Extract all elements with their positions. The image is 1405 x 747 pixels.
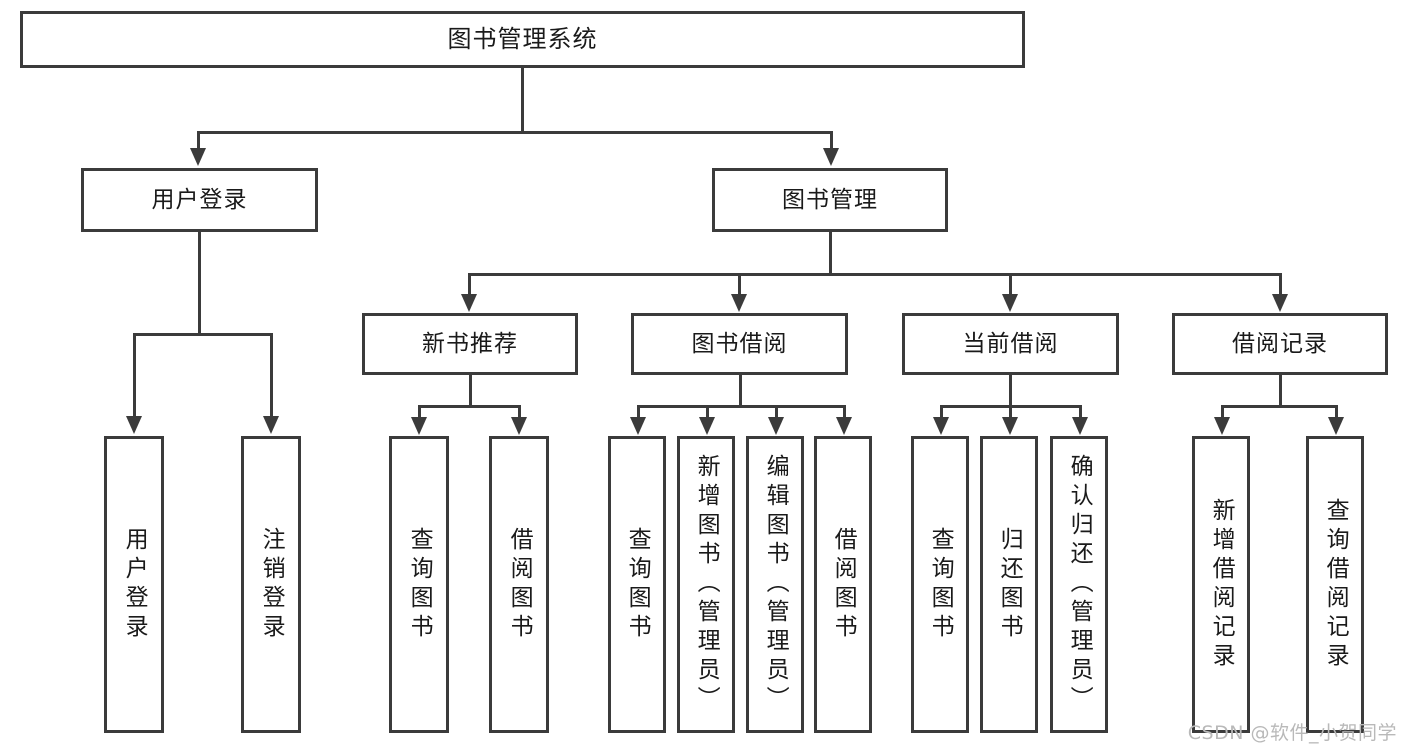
connector-currentborrow-to-leaf1 bbox=[940, 405, 943, 419]
arrow-currentborrow-to-leaf2 bbox=[1002, 417, 1018, 435]
connector-root-to-bookmgmt bbox=[830, 131, 833, 150]
connector-bookmgmt-to-c3 bbox=[1009, 273, 1012, 296]
leaf-logout[interactable]: 注销登录 bbox=[241, 436, 301, 733]
arrow-bookmgmt-to-c3 bbox=[1002, 294, 1018, 312]
leaf-label: 新增借阅记录 bbox=[1208, 497, 1235, 672]
connector-newbook-to-leaf2 bbox=[518, 405, 521, 419]
arrow-newbook-to-leaf2 bbox=[511, 417, 527, 435]
connector-root-to-login bbox=[197, 131, 200, 150]
leaf-label: 编辑图书（管理员） bbox=[762, 454, 789, 715]
connector-borrowrecord-to-leaf1 bbox=[1221, 405, 1224, 419]
connector-root-stem bbox=[521, 68, 524, 133]
arrow-newbook-to-leaf1 bbox=[411, 417, 427, 435]
connector-login-to-leaf2 bbox=[270, 333, 273, 418]
node-label: 用户登录 bbox=[151, 186, 248, 213]
arrow-root-to-login bbox=[190, 148, 206, 166]
connector-bookmgmt-to-c2 bbox=[738, 273, 741, 296]
leaf-label: 查询图书 bbox=[624, 526, 651, 643]
connector-root-bar bbox=[197, 131, 833, 134]
connector-bookmgmt-to-c4 bbox=[1279, 273, 1282, 296]
connector-borrowrecord-to-leaf2 bbox=[1335, 405, 1338, 419]
leaf-record-query-borrow-record[interactable]: 查询借阅记录 bbox=[1306, 436, 1364, 733]
leaf-label: 新增图书（管理员） bbox=[693, 454, 720, 715]
node-new-book-recommend[interactable]: 新书推荐 bbox=[362, 313, 578, 375]
arrow-bookborrow-to-leaf3 bbox=[768, 417, 784, 435]
arrow-bookmgmt-to-c2 bbox=[731, 294, 747, 312]
node-root-system[interactable]: 图书管理系统 bbox=[20, 11, 1025, 68]
leaf-label: 归还图书 bbox=[996, 526, 1023, 643]
arrow-currentborrow-to-leaf3 bbox=[1072, 417, 1088, 435]
leaf-borrow-edit-book-admin[interactable]: 编辑图书（管理员） bbox=[746, 436, 804, 733]
leaf-current-query-book[interactable]: 查询图书 bbox=[911, 436, 969, 733]
leaf-user-login[interactable]: 用户登录 bbox=[104, 436, 164, 733]
connector-login-stem bbox=[198, 232, 201, 335]
leaf-label: 查询图书 bbox=[927, 526, 954, 643]
leaf-current-return-book[interactable]: 归还图书 bbox=[980, 436, 1038, 733]
connector-bookmgmt-to-c1 bbox=[468, 273, 471, 296]
connector-bookmgmt-stem bbox=[829, 232, 832, 275]
leaf-label: 确认归还（管理员） bbox=[1066, 454, 1093, 715]
node-label: 图书管理 bbox=[782, 186, 878, 213]
arrow-bookmgmt-to-c1 bbox=[461, 294, 477, 312]
leaf-label: 查询借阅记录 bbox=[1322, 497, 1349, 672]
node-book-borrow[interactable]: 图书借阅 bbox=[631, 313, 848, 375]
node-user-login[interactable]: 用户登录 bbox=[81, 168, 318, 232]
node-label: 图书管理系统 bbox=[447, 24, 598, 53]
arrow-login-to-leaf2 bbox=[263, 416, 279, 434]
arrow-bookmgmt-to-c4 bbox=[1272, 294, 1288, 312]
csdn-watermark: CSDN @软件_小贺同学 bbox=[1187, 722, 1397, 744]
connector-borrowrecord-bar bbox=[1221, 405, 1338, 408]
arrow-login-to-leaf1 bbox=[126, 416, 142, 434]
arrow-bookborrow-to-leaf2 bbox=[699, 417, 715, 435]
connector-currentborrow-to-leaf2 bbox=[1009, 405, 1012, 419]
connector-bookborrow-to-leaf2 bbox=[706, 405, 709, 419]
arrow-bookborrow-to-leaf4 bbox=[836, 417, 852, 435]
connector-bookborrow-stem bbox=[739, 375, 742, 407]
arrow-currentborrow-to-leaf1 bbox=[933, 417, 949, 435]
node-label: 图书借阅 bbox=[691, 330, 788, 357]
leaf-label: 借阅图书 bbox=[830, 526, 857, 643]
leaf-current-confirm-return-admin[interactable]: 确认归还（管理员） bbox=[1050, 436, 1108, 733]
node-label: 借阅记录 bbox=[1232, 330, 1328, 357]
connector-newbook-stem bbox=[469, 375, 472, 407]
connector-borrowrecord-stem bbox=[1279, 375, 1282, 407]
connector-bookborrow-bar bbox=[637, 405, 845, 408]
connector-bookborrow-to-leaf1 bbox=[637, 405, 640, 419]
connector-newbook-to-leaf1 bbox=[418, 405, 421, 419]
node-label: 新书推荐 bbox=[422, 330, 518, 357]
connector-bookborrow-to-leaf4 bbox=[843, 405, 846, 419]
node-current-borrow[interactable]: 当前借阅 bbox=[902, 313, 1119, 375]
leaf-label: 注销登录 bbox=[258, 526, 285, 643]
connector-bookmgmt-bar bbox=[468, 273, 1280, 276]
node-label: 当前借阅 bbox=[962, 330, 1059, 357]
connector-bookborrow-to-leaf3 bbox=[775, 405, 778, 419]
leaf-borrow-borrow-book[interactable]: 借阅图书 bbox=[814, 436, 872, 733]
leaf-label: 借阅图书 bbox=[506, 526, 533, 643]
arrow-borrowrecord-to-leaf2 bbox=[1328, 417, 1344, 435]
arrow-bookborrow-to-leaf1 bbox=[630, 417, 646, 435]
leaf-newbook-borrow-book[interactable]: 借阅图书 bbox=[489, 436, 549, 733]
leaf-newbook-query-book[interactable]: 查询图书 bbox=[389, 436, 449, 733]
arrow-root-to-bookmgmt bbox=[823, 148, 839, 166]
arrow-borrowrecord-to-leaf1 bbox=[1214, 417, 1230, 435]
connector-login-bar bbox=[133, 333, 273, 336]
connector-currentborrow-stem bbox=[1009, 375, 1012, 407]
node-book-management[interactable]: 图书管理 bbox=[712, 168, 948, 232]
leaf-label: 用户登录 bbox=[121, 526, 148, 643]
connector-currentborrow-to-leaf3 bbox=[1079, 405, 1082, 419]
node-borrow-record[interactable]: 借阅记录 bbox=[1172, 313, 1388, 375]
leaf-borrow-add-book-admin[interactable]: 新增图书（管理员） bbox=[677, 436, 735, 733]
leaf-record-add-borrow-record[interactable]: 新增借阅记录 bbox=[1192, 436, 1250, 733]
connector-newbook-bar bbox=[418, 405, 521, 408]
leaf-label: 查询图书 bbox=[406, 526, 433, 643]
connector-login-to-leaf1 bbox=[133, 333, 136, 418]
leaf-borrow-query-book[interactable]: 查询图书 bbox=[608, 436, 666, 733]
